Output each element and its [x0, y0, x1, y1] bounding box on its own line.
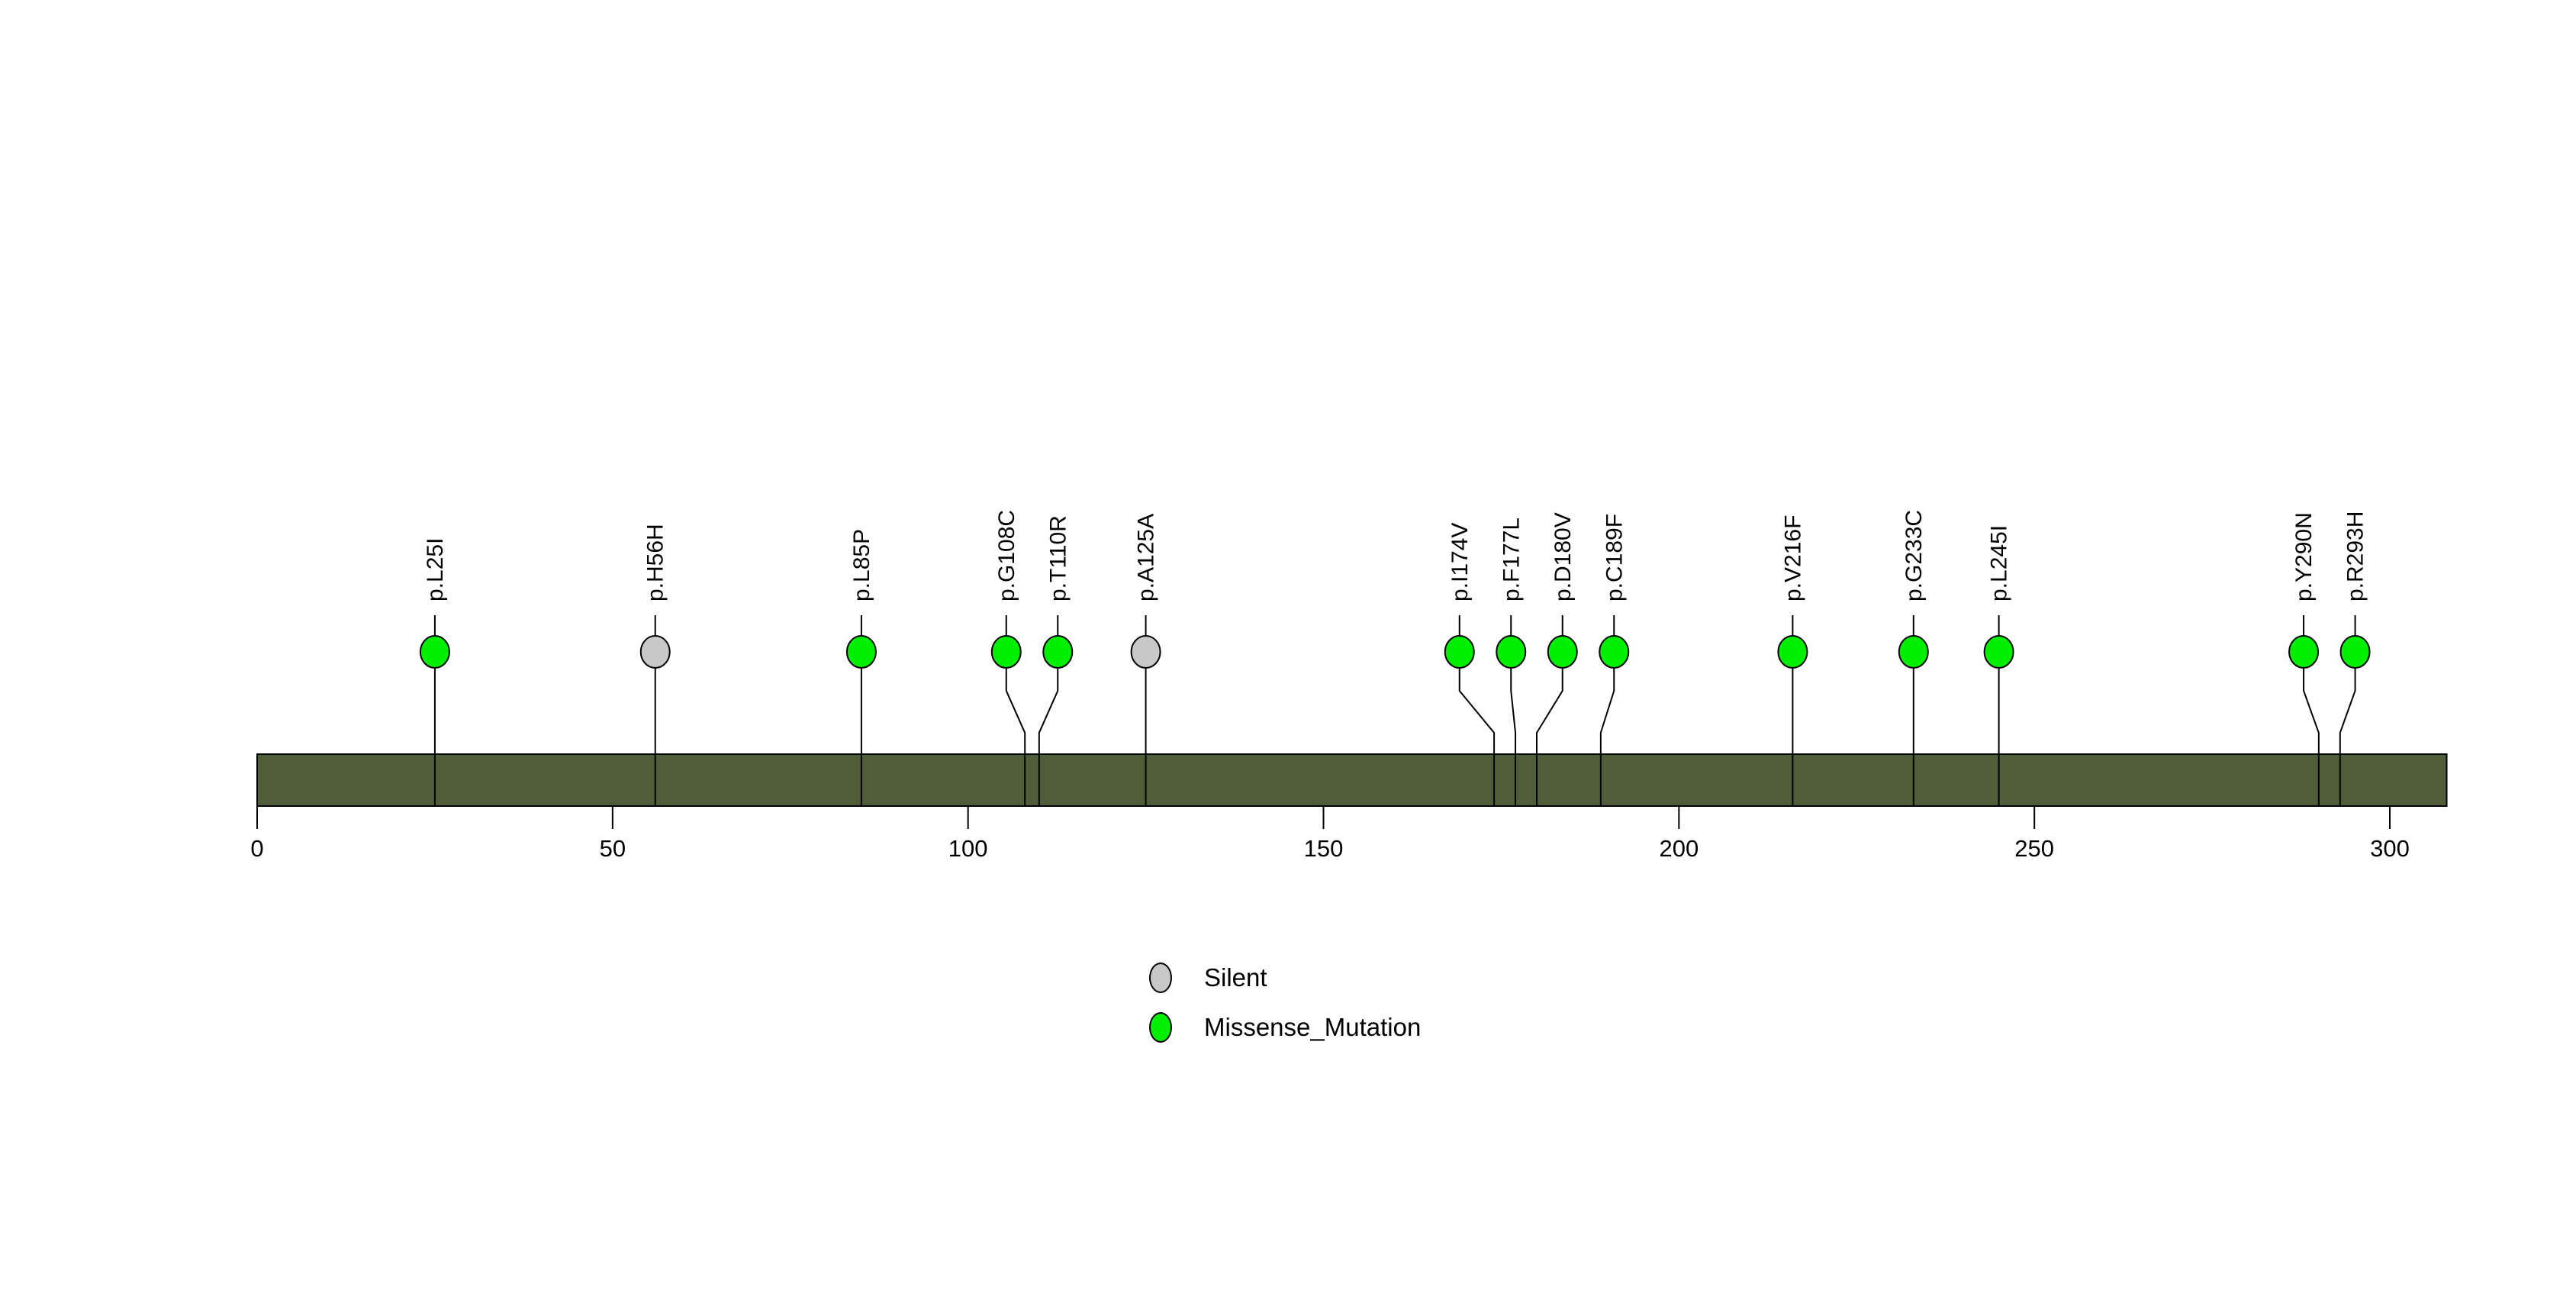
- missense-legend-marker-icon: [1149, 1012, 1172, 1043]
- axis-tick-label: 250: [2014, 835, 2054, 862]
- mutation-label: p.R293H: [2343, 511, 2368, 601]
- mutation-label: p.C189F: [1602, 514, 1627, 601]
- legend-label-missense: Missense_Mutation: [1204, 1013, 1422, 1041]
- axis-tick-label: 100: [948, 835, 988, 862]
- mutation-circle: [2339, 635, 2371, 669]
- mutation-label: p.V216F: [1780, 515, 1805, 601]
- mutation-label: p.A125A: [1134, 514, 1159, 601]
- protein-backbone-bar: [256, 753, 2448, 807]
- silent-legend-marker-icon: [1149, 963, 1172, 993]
- axis-tick-label: 150: [1304, 835, 1344, 862]
- mutation-label: p.G108C: [994, 510, 1019, 601]
- legend-label-silent: Silent: [1204, 963, 1267, 992]
- mutation-circle: [1444, 635, 1475, 669]
- mutation-label: p.Y290N: [2291, 512, 2317, 601]
- mutation-label: p.L85P: [849, 529, 874, 601]
- mutation-label: p.L25I: [423, 538, 448, 601]
- mutation-circle: [1898, 635, 1929, 669]
- mutation-circle: [1042, 635, 1074, 669]
- legend-row-silent: Silent: [1149, 960, 1421, 995]
- mutation-circle: [2288, 635, 2320, 669]
- axis-tick-label: 300: [2370, 835, 2410, 862]
- mutation-label: p.L245I: [1987, 525, 2012, 601]
- legend-row-missense: Missense_Mutation: [1149, 1010, 1421, 1045]
- mutation-circle: [419, 635, 450, 669]
- mutation-label: p.D180V: [1550, 512, 1576, 601]
- legend: Silent Missense_Mutation: [1149, 960, 1421, 1059]
- mutation-circle: [1496, 635, 1527, 669]
- mutation-circle: [990, 635, 1022, 669]
- mutation-circle: [1599, 635, 1630, 669]
- mutation-label: p.H56H: [643, 524, 668, 601]
- mutation-label: p.F177L: [1499, 518, 1524, 601]
- mutation-circle: [1130, 635, 1161, 669]
- axis-tick-label: 200: [1659, 835, 1699, 862]
- mutation-circle: [1547, 635, 1578, 669]
- mutation-circle: [845, 635, 877, 669]
- axis-tick-label: 50: [600, 835, 626, 862]
- mutation-label: p.G233C: [1901, 510, 1927, 601]
- mutation-circle: [1777, 635, 1808, 669]
- mutation-label: p.I174V: [1447, 523, 1473, 601]
- mutation-circle: [1983, 635, 2014, 669]
- mutation-label: p.T110R: [1045, 515, 1071, 601]
- mutation-circle: [639, 635, 671, 669]
- axis-tick-label: 0: [250, 835, 263, 862]
